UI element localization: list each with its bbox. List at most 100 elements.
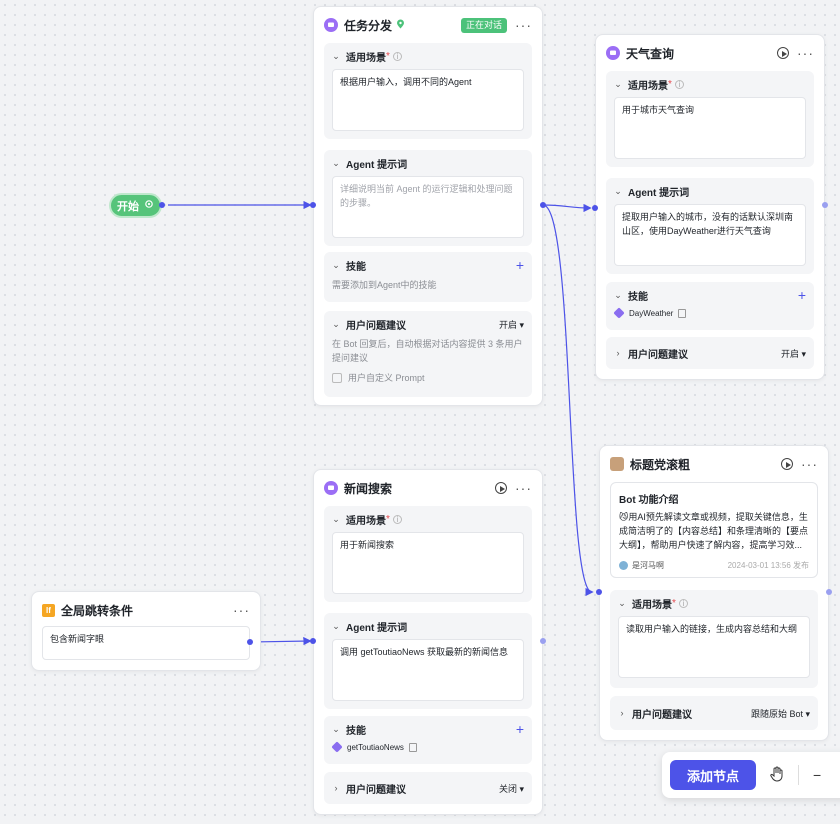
bot-intro-footer: 是河马啊 2024-03-01 13:56 发布	[619, 560, 809, 571]
play-icon[interactable]	[495, 482, 507, 494]
news-input-port[interactable]	[310, 638, 316, 644]
prompt-section: ⌄Agent 提示词 详细说明当前 Agent 的运行逻辑和处理问题的步骤。	[324, 150, 532, 246]
play-icon[interactable]	[777, 47, 789, 59]
custom-prompt-checkbox[interactable]	[332, 373, 342, 383]
add-skill-icon[interactable]: +	[797, 287, 806, 303]
chevron-down-icon[interactable]: ⌄	[332, 157, 340, 168]
bottom-toolbar: 添加节点 −	[662, 752, 840, 798]
suggest-dropdown[interactable]: 跟随原始 Bot ▾	[750, 708, 810, 719]
chevron-down-icon[interactable]: ⌄	[332, 50, 340, 61]
weather-output-port[interactable]	[822, 202, 828, 208]
start-output-port[interactable]	[159, 202, 165, 208]
if-icon: If	[42, 603, 55, 617]
skills-section: ⌄技能+ getToutiaoNews	[324, 716, 532, 764]
suggest-section: ›用户问题建议开启 ▾	[606, 337, 814, 369]
chevron-down-icon[interactable]: ⌄	[614, 185, 622, 196]
info-icon: i	[678, 598, 688, 608]
more-icon[interactable]: ···	[515, 17, 532, 33]
chevron-down-icon[interactable]: ⌄	[332, 318, 340, 329]
play-icon[interactable]	[781, 458, 793, 470]
weather-input-port[interactable]	[592, 205, 598, 211]
bot-avatar	[610, 457, 624, 471]
task-dispatch-node[interactable]: 任务分发 正在对话 ··· ⌄适用场景*i 根据用户输入，调用不同的Agent …	[313, 6, 543, 406]
scenario-input[interactable]: 根据用户输入，调用不同的Agent	[332, 69, 524, 131]
more-icon[interactable]: ···	[797, 45, 814, 61]
add-skill-icon[interactable]: +	[515, 257, 524, 273]
settings-icon[interactable]	[144, 199, 154, 212]
suggest-dropdown[interactable]: 开启 ▾	[498, 319, 524, 330]
chevron-right-icon[interactable]: ›	[620, 708, 624, 718]
task-input-port[interactable]	[310, 202, 316, 208]
status-badge: 正在对话	[460, 17, 507, 33]
bot-intro-heading: Bot 功能介绍	[619, 495, 679, 506]
suggest-desc: 在 Bot 回复后，自动根据对话内容提供 3 条用户提问建议	[332, 339, 523, 363]
zoom-out-icon[interactable]: −	[813, 767, 822, 783]
suggest-section: ⌄用户问题建议开启 ▾ 在 Bot 回复后，自动根据对话内容提供 3 条用户提问…	[324, 311, 532, 397]
task-output-port[interactable]	[540, 202, 546, 208]
chevron-down-icon[interactable]: ⌄	[332, 723, 340, 734]
doc-icon[interactable]	[408, 742, 417, 752]
suggest-section: ›用户问题建议关闭 ▾	[324, 772, 532, 804]
doc-icon[interactable]	[678, 308, 687, 318]
suggest-dropdown[interactable]: 关闭 ▾	[498, 783, 524, 794]
prompt-input[interactable]: 提取用户输入的城市，没有的话默认深圳南山区，使用DayWeather进行天气查询	[614, 204, 806, 266]
scenario-section: ⌄适用场景*i 用于新闻搜索	[324, 506, 532, 602]
scenario-input[interactable]: 用于城市天气查询	[614, 97, 806, 159]
suggest-dropdown[interactable]: 开启 ▾	[780, 348, 806, 359]
condition-input[interactable]: 包含新闻字眼	[42, 626, 250, 660]
chevron-down-icon[interactable]: ⌄	[614, 289, 622, 300]
prompt-input[interactable]: 详细说明当前 Agent 的运行逻辑和处理问题的步骤。	[332, 176, 524, 238]
wire-task-to-weather	[542, 203, 592, 213]
bot-intro-card[interactable]: Bot 功能介绍 😼用AI预先解读文章或视频，提取关键信息，生成简洁明了的【内容…	[610, 482, 818, 578]
toolbar-divider	[798, 765, 799, 785]
global-output-port[interactable]	[247, 639, 253, 645]
chevron-down-icon[interactable]: ⌄	[332, 620, 340, 631]
title-input-port[interactable]	[596, 589, 602, 595]
chevron-down-icon[interactable]: ⌄	[614, 78, 622, 89]
agent-icon	[606, 46, 620, 60]
more-icon[interactable]: ···	[515, 480, 532, 496]
prompt-input[interactable]: 调用 getToutiaoNews 获取最新的新闻信息	[332, 639, 524, 701]
skills-hint: 需要添加到Agent中的技能	[332, 280, 437, 290]
custom-prompt-option[interactable]: 用户自定义 Prompt	[332, 371, 524, 385]
info-icon: i	[392, 514, 402, 524]
prompt-section: ⌄Agent 提示词 提取用户输入的城市，没有的话默认深圳南山区，使用DayWe…	[606, 178, 814, 274]
news-output-port[interactable]	[540, 638, 546, 644]
add-node-button[interactable]: 添加节点	[670, 760, 756, 790]
start-node[interactable]: 开始	[109, 193, 162, 218]
chevron-right-icon[interactable]: ›	[334, 783, 338, 793]
scenario-section: ⌄适用场景*i 读取用户输入的链接，生成内容总结和大纲	[610, 590, 818, 688]
bot-intro-text: 😼用AI预先解读文章或视频，提取关键信息，生成简洁明了的【内容总结】和条理清晰的…	[619, 512, 809, 550]
scenario-input[interactable]: 用于新闻搜索	[332, 532, 524, 594]
start-label: 开始	[117, 200, 139, 213]
scenario-input[interactable]: 读取用户输入的链接，生成内容总结和大纲	[618, 616, 810, 678]
skill-item[interactable]: DayWeather	[613, 307, 806, 319]
chevron-right-icon[interactable]: ›	[616, 348, 620, 358]
more-icon[interactable]: ···	[801, 456, 818, 472]
node-title: 全局跳转条件	[61, 603, 134, 618]
node-title: 天气查询	[626, 46, 675, 61]
node-title: 标题党滚粗	[630, 457, 691, 472]
title-party-node[interactable]: 标题党滚粗 ··· Bot 功能介绍 😼用AI预先解读文章或视频，提取关键信息，…	[599, 445, 829, 741]
prompt-section: ⌄Agent 提示词 调用 getToutiaoNews 获取最新的新闻信息	[324, 613, 532, 709]
more-icon[interactable]: ···	[233, 602, 250, 618]
news-search-node[interactable]: 新闻搜索 ··· ⌄适用场景*i 用于新闻搜索 ⌄Agent 提示词 调用 ge…	[313, 469, 543, 815]
scenario-section: ⌄适用场景*i 用于城市天气查询	[606, 71, 814, 167]
title-output-port[interactable]	[826, 589, 832, 595]
add-skill-icon[interactable]: +	[515, 721, 524, 737]
skill-item[interactable]: getToutiaoNews	[331, 741, 524, 753]
chevron-down-icon[interactable]: ⌄	[332, 513, 340, 524]
hand-tool-icon[interactable]	[770, 766, 784, 785]
agent-icon	[324, 18, 338, 32]
chevron-down-icon[interactable]: ⌄	[332, 259, 340, 270]
weather-node[interactable]: 天气查询 ··· ⌄适用场景*i 用于城市天气查询 ⌄Agent 提示词 提取用…	[595, 34, 825, 380]
info-icon: i	[674, 79, 684, 89]
wire-task-to-title	[542, 204, 594, 597]
node-title: 新闻搜索	[344, 481, 393, 496]
info-icon: i	[392, 51, 402, 61]
plugin-icon	[331, 741, 343, 753]
global-jump-node[interactable]: If 全局跳转条件 ··· 包含新闻字眼	[31, 591, 261, 671]
suggest-section: ›用户问题建议跟随原始 Bot ▾	[610, 696, 818, 730]
chevron-down-icon[interactable]: ⌄	[618, 597, 626, 608]
scenario-section: ⌄适用场景*i 根据用户输入，调用不同的Agent	[324, 43, 532, 139]
